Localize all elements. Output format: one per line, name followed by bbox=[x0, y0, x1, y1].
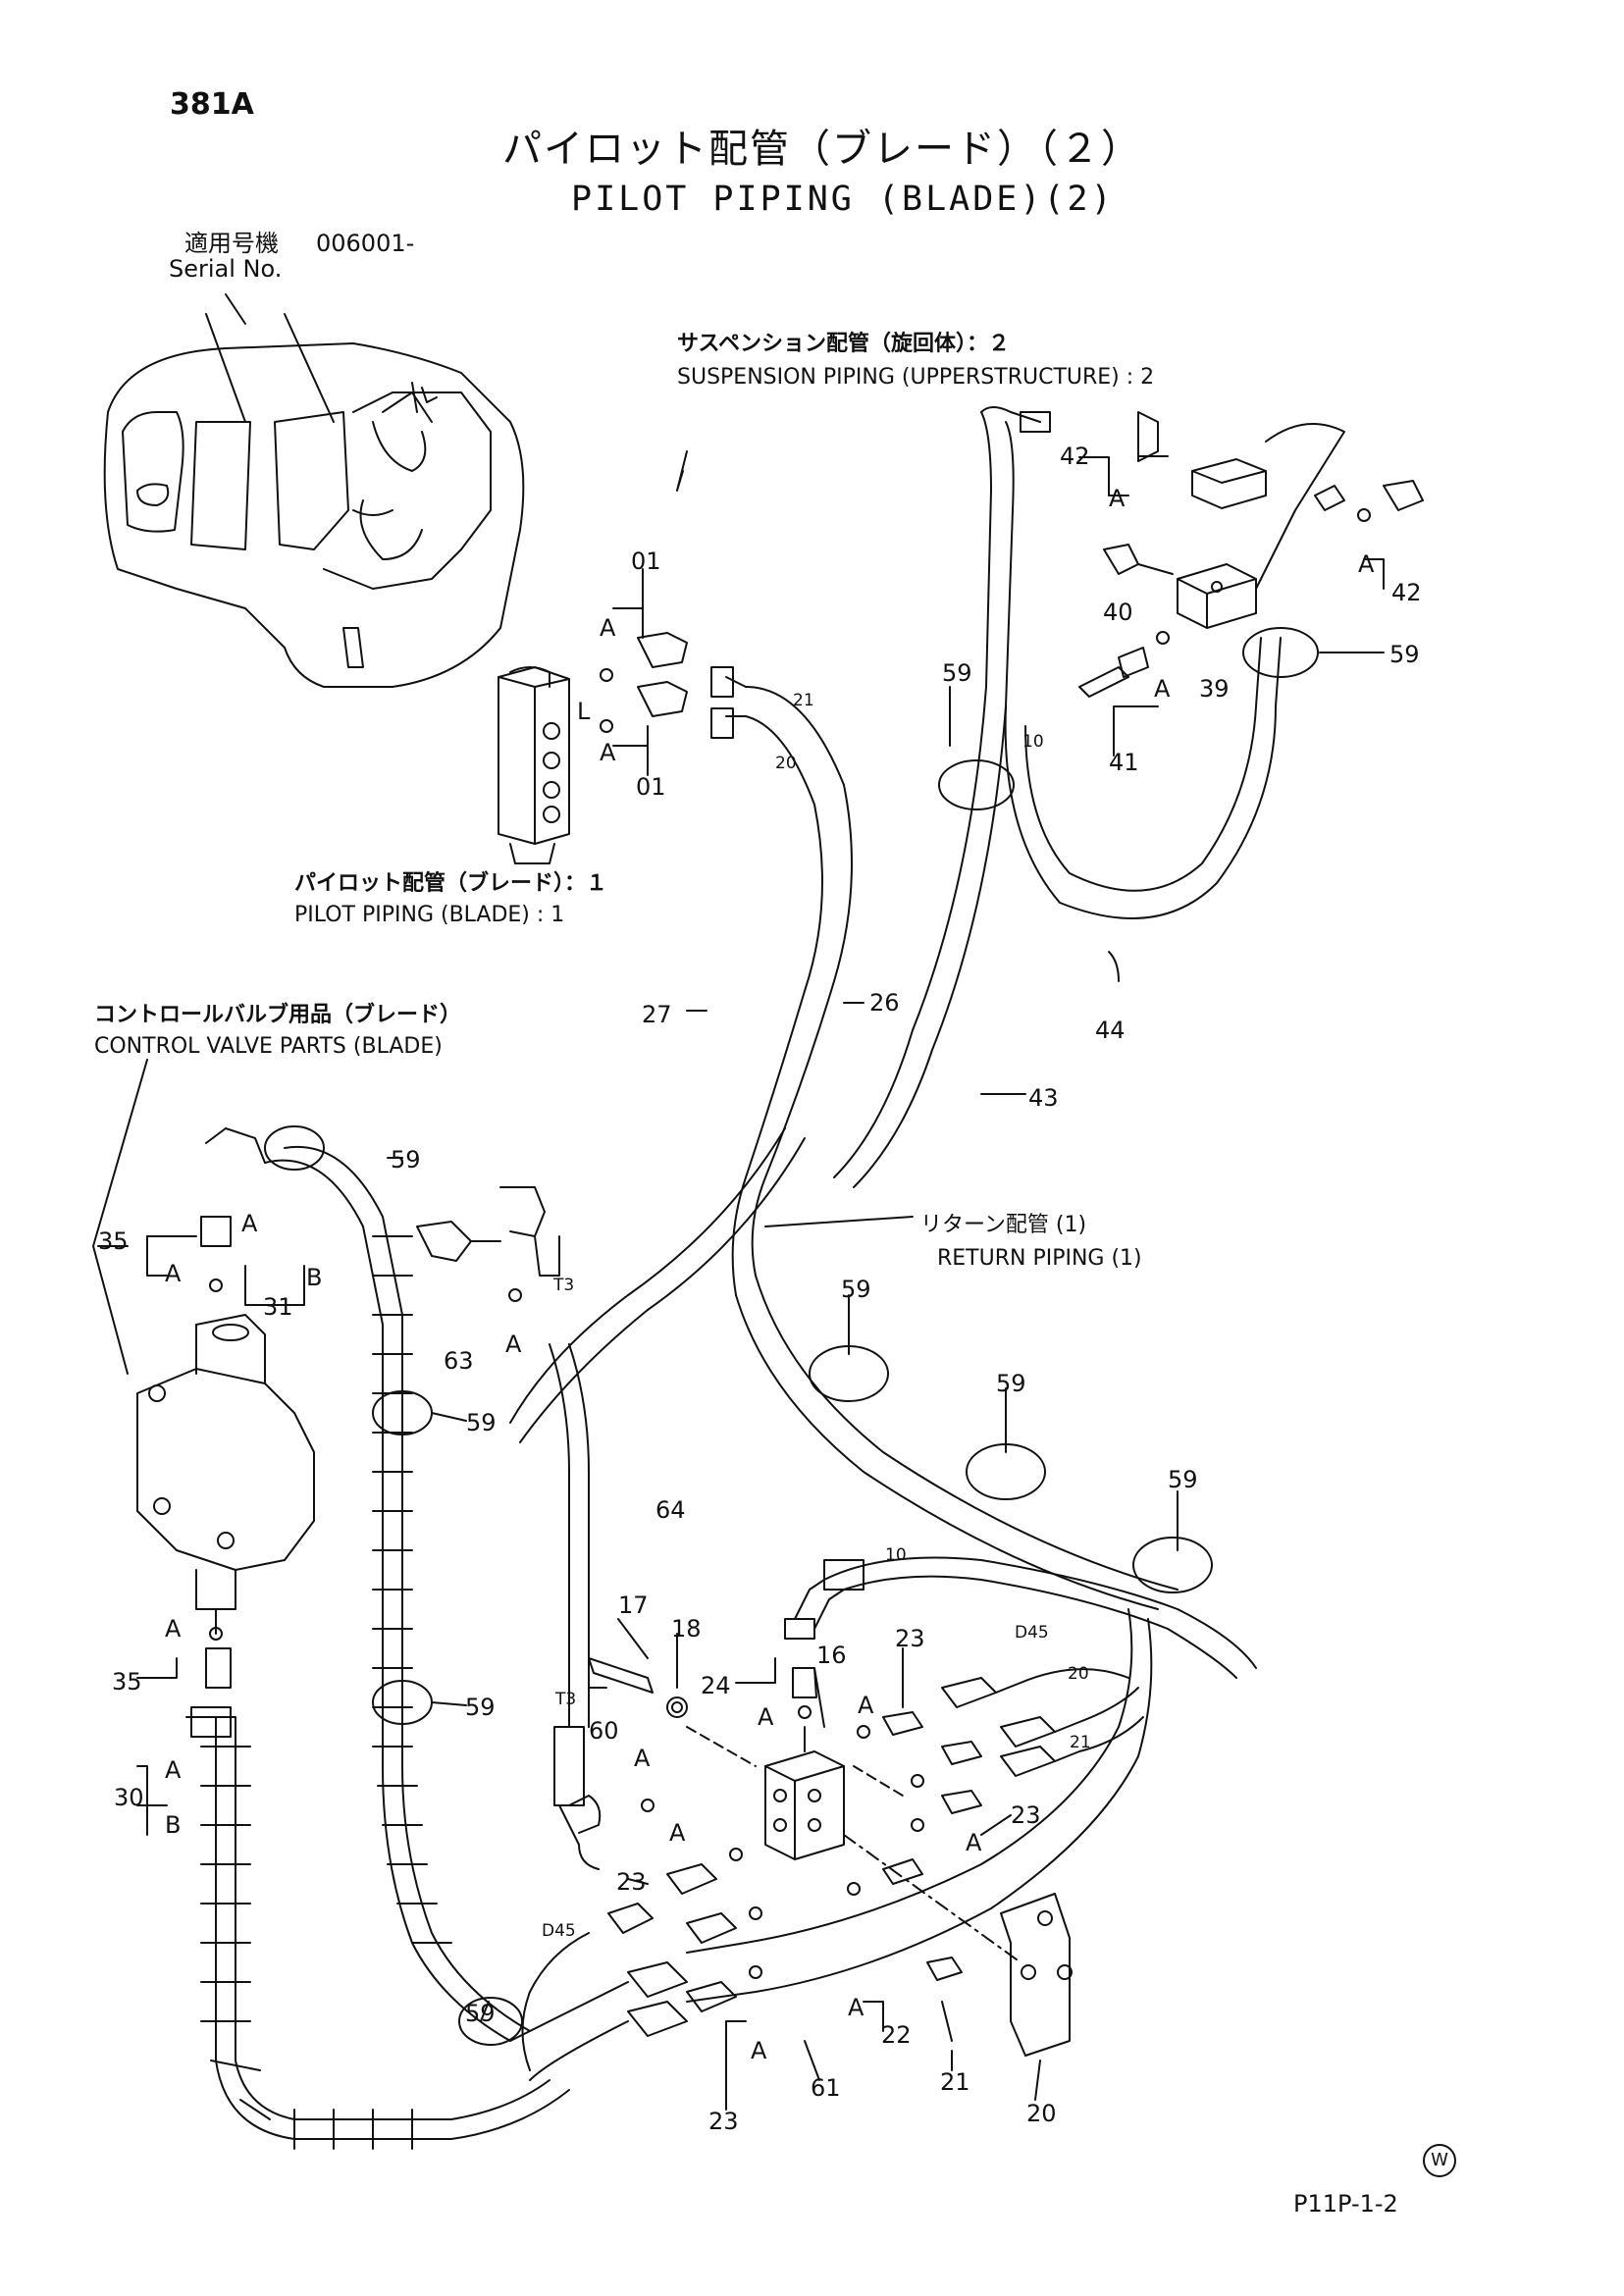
fittings-23-left bbox=[510, 1609, 1151, 2080]
bracket-20 bbox=[844, 1835, 1072, 2056]
control-valve bbox=[137, 1315, 314, 1634]
callout-part-22: 22 bbox=[881, 2021, 912, 2049]
return-pipe-64 bbox=[510, 1128, 805, 1869]
callout-part-31: 31 bbox=[263, 1293, 293, 1321]
callout-part-60: 60 bbox=[589, 1717, 619, 1745]
suspension-piping-ref-en: SUSPENSION PIPING (UPPERSTRUCTURE) : 2 bbox=[677, 365, 1155, 390]
callout-part-59: 59 bbox=[996, 1370, 1026, 1397]
callout-part-43: 43 bbox=[1028, 1084, 1059, 1112]
callout-part-21: 21 bbox=[940, 2068, 970, 2096]
hose-mark: D45 bbox=[542, 1921, 576, 1941]
suspension-piping-ref-ja: サスペンション配管（旋回体）：２ bbox=[677, 332, 1011, 356]
callout-part-16: 16 bbox=[816, 1642, 847, 1669]
callout-part-59: 59 bbox=[465, 1694, 496, 1721]
callout-part-59: 59 bbox=[1168, 1466, 1198, 1493]
callout-part-59: 59 bbox=[391, 1146, 421, 1174]
callout-part-42: 42 bbox=[1391, 579, 1422, 606]
hose-26-27 bbox=[711, 667, 1178, 1609]
callout-part-61: 61 bbox=[811, 2074, 841, 2102]
control-valve-parts-ref-en: CONTROL VALVE PARTS (BLADE) bbox=[94, 1034, 443, 1059]
hose-mark: 21 bbox=[1070, 1733, 1091, 1752]
circle-w-mark: W bbox=[1423, 2144, 1456, 2177]
callout-part-44: 44 bbox=[1095, 1017, 1126, 1044]
manifold-block-16 bbox=[589, 1658, 844, 1859]
callout-part-27: 27 bbox=[642, 1001, 672, 1028]
callout-part-40: 40 bbox=[1103, 599, 1133, 626]
fittings-40-41-42 bbox=[1079, 456, 1423, 697]
hose-10 bbox=[785, 1558, 1256, 1679]
fitting-63 bbox=[417, 1187, 559, 1301]
letter-marker-a: A bbox=[669, 1819, 686, 1847]
letter-marker-a: A bbox=[600, 614, 616, 642]
callout-part-35: 35 bbox=[112, 1668, 142, 1696]
callout-part-64: 64 bbox=[655, 1496, 686, 1524]
letter-marker-a: A bbox=[848, 1994, 864, 2021]
callout-part-59: 59 bbox=[841, 1276, 871, 1303]
callout-part-23: 23 bbox=[895, 1625, 925, 1652]
letter-marker-a: A bbox=[165, 1260, 182, 1287]
callout-part-23: 23 bbox=[1011, 1801, 1041, 1829]
serial-label-english: Serial No. bbox=[169, 255, 283, 283]
pilot-piping-ref-en: PILOT PIPING (BLADE) : 1 bbox=[294, 903, 565, 927]
hose-43-44 bbox=[834, 407, 1281, 1187]
letter-marker-a: A bbox=[751, 2037, 767, 2064]
callout-part-20: 20 bbox=[1026, 2100, 1057, 2127]
callout-part-59: 59 bbox=[942, 659, 972, 687]
return-piping-ref-en: RETURN PIPING (1) bbox=[937, 1246, 1142, 1271]
serial-label-japanese: 適用号機 bbox=[184, 230, 279, 257]
letter-marker-a: A bbox=[1109, 485, 1126, 512]
drawing-code: P11P-1-2 bbox=[1293, 2190, 1398, 2218]
letter-marker-a: A bbox=[241, 1210, 258, 1237]
hose-mark: T3 bbox=[555, 1690, 577, 1709]
hose-mark: T3 bbox=[553, 1276, 575, 1295]
return-piping-ref-ja: リターン配管 (1) bbox=[920, 1213, 1087, 1237]
excavator-cab-illustration bbox=[105, 314, 524, 687]
callout-part-24: 24 bbox=[701, 1672, 731, 1699]
letter-marker-a: A bbox=[966, 1829, 982, 1856]
clamps-59 bbox=[265, 628, 1318, 2045]
hose-mark: 20 bbox=[775, 754, 797, 773]
page-number: 381A bbox=[170, 87, 254, 122]
letter-marker-a: A bbox=[600, 739, 616, 766]
callout-part-59: 59 bbox=[1389, 641, 1420, 668]
letter-marker-b: B bbox=[306, 1264, 323, 1291]
hose-mark: 10 bbox=[1022, 732, 1044, 752]
callout-part-17: 17 bbox=[618, 1592, 649, 1619]
callout-part-26: 26 bbox=[869, 989, 900, 1017]
letter-marker-a: A bbox=[165, 1756, 182, 1784]
page-title-english: PILOT PIPING (BLADE)(2) bbox=[571, 180, 1115, 219]
suspension-block-39 bbox=[1178, 424, 1344, 628]
callout-part-59: 59 bbox=[466, 1409, 497, 1436]
letter-marker-a: A bbox=[505, 1331, 522, 1358]
callout-part-35: 35 bbox=[98, 1227, 129, 1255]
letter-marker-l: L bbox=[577, 698, 591, 725]
callout-part-01: 01 bbox=[636, 773, 666, 801]
hose-30-31 bbox=[186, 1128, 569, 2149]
fittings-23-right bbox=[854, 1669, 1143, 1831]
letter-marker-a: A bbox=[758, 1703, 774, 1731]
control-valve-parts-ref-ja: コントロールバルブ用品（ブレード） bbox=[94, 1003, 462, 1027]
callout-part-63: 63 bbox=[444, 1347, 474, 1375]
callout-part-01: 01 bbox=[631, 548, 661, 575]
letter-marker-a: A bbox=[165, 1615, 182, 1643]
pilot-valve-block bbox=[498, 667, 569, 863]
leader-lines bbox=[93, 294, 1384, 2110]
page-title-japanese: パイロット配管（ブレード）（２） bbox=[502, 127, 1142, 172]
serial-number-value: 006001- bbox=[316, 230, 415, 257]
letter-marker-a: A bbox=[858, 1692, 874, 1719]
letter-marker-a: A bbox=[1154, 675, 1171, 703]
pilot-piping-ref-ja: パイロット配管（ブレード）：１ bbox=[294, 871, 608, 896]
hose-mark: 21 bbox=[793, 691, 814, 710]
letter-marker-b: B bbox=[165, 1811, 182, 1839]
letter-marker-a: A bbox=[634, 1745, 651, 1772]
hose-mark: D45 bbox=[1015, 1623, 1049, 1643]
callout-part-39: 39 bbox=[1199, 675, 1230, 703]
callout-part-23: 23 bbox=[708, 2108, 739, 2135]
